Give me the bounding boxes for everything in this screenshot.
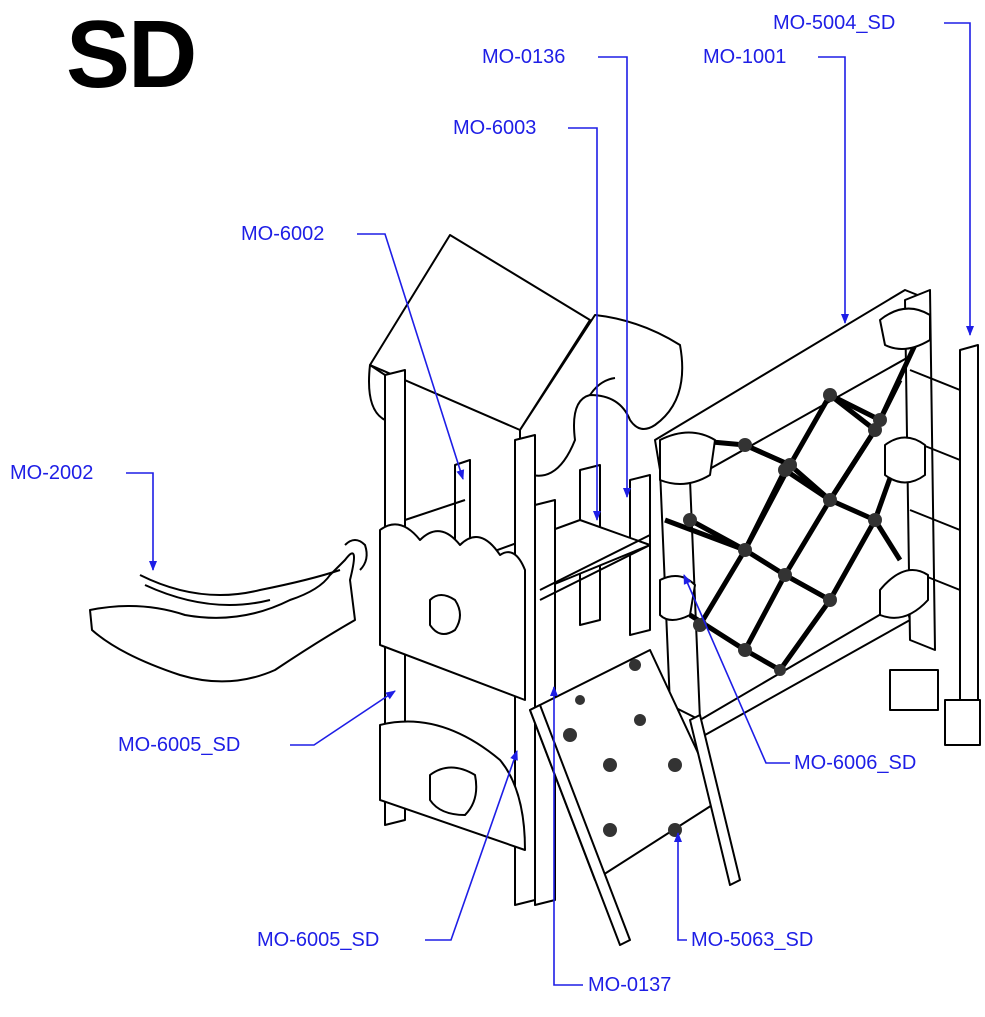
front-wall: [379, 369, 536, 906]
leader-mo-6005-sd-lower: [425, 750, 518, 941]
roof: [368, 234, 684, 477]
leader-mo-1001: [818, 56, 849, 324]
diagram-title: SD: [66, 1, 197, 108]
leader-mo-0136: [598, 56, 631, 498]
callout-mo-6002: MO-6002: [241, 223, 325, 245]
leader-mo-5004-sd: [944, 22, 974, 336]
leader-mo-6005-sd-upper: [290, 690, 396, 746]
leader-mo-6003: [568, 127, 601, 521]
net-bracket: [884, 436, 926, 484]
callout-mo-5063-sd: MO-5063_SD: [691, 929, 814, 951]
net-bracket: [659, 431, 716, 485]
slide: [89, 539, 368, 683]
callout-mo-6006-sd: MO-6006_SD: [794, 752, 917, 774]
callout-mo-0137: MO-0137: [588, 974, 672, 996]
callout-mo-2002: MO-2002: [10, 462, 94, 484]
net-bracket: [879, 307, 931, 350]
leader-mo-6002: [357, 233, 465, 480]
callout-mo-6003: MO-6003: [453, 117, 537, 139]
leader-mo-0137: [550, 686, 583, 986]
net-bracket: [879, 569, 929, 619]
leader-mo-5063-sd: [674, 832, 687, 941]
climbing-holds: [563, 659, 682, 837]
leader-mo-2002: [126, 472, 157, 571]
net-bracket: [659, 575, 696, 621]
callout-mo-6005-sd-lower: MO-6005_SD: [257, 929, 380, 951]
callout-mo-0136: MO-0136: [482, 46, 566, 68]
leader-mo-6006-sd: [683, 574, 790, 764]
callout-mo-6005-sd-upper: MO-6005_SD: [118, 734, 241, 756]
net-connectors: [683, 388, 887, 676]
climbing-ramp: [529, 649, 741, 946]
callout-mo-1001: MO-1001: [703, 46, 787, 68]
callout-mo-5004-sd: MO-5004_SD: [773, 12, 896, 34]
